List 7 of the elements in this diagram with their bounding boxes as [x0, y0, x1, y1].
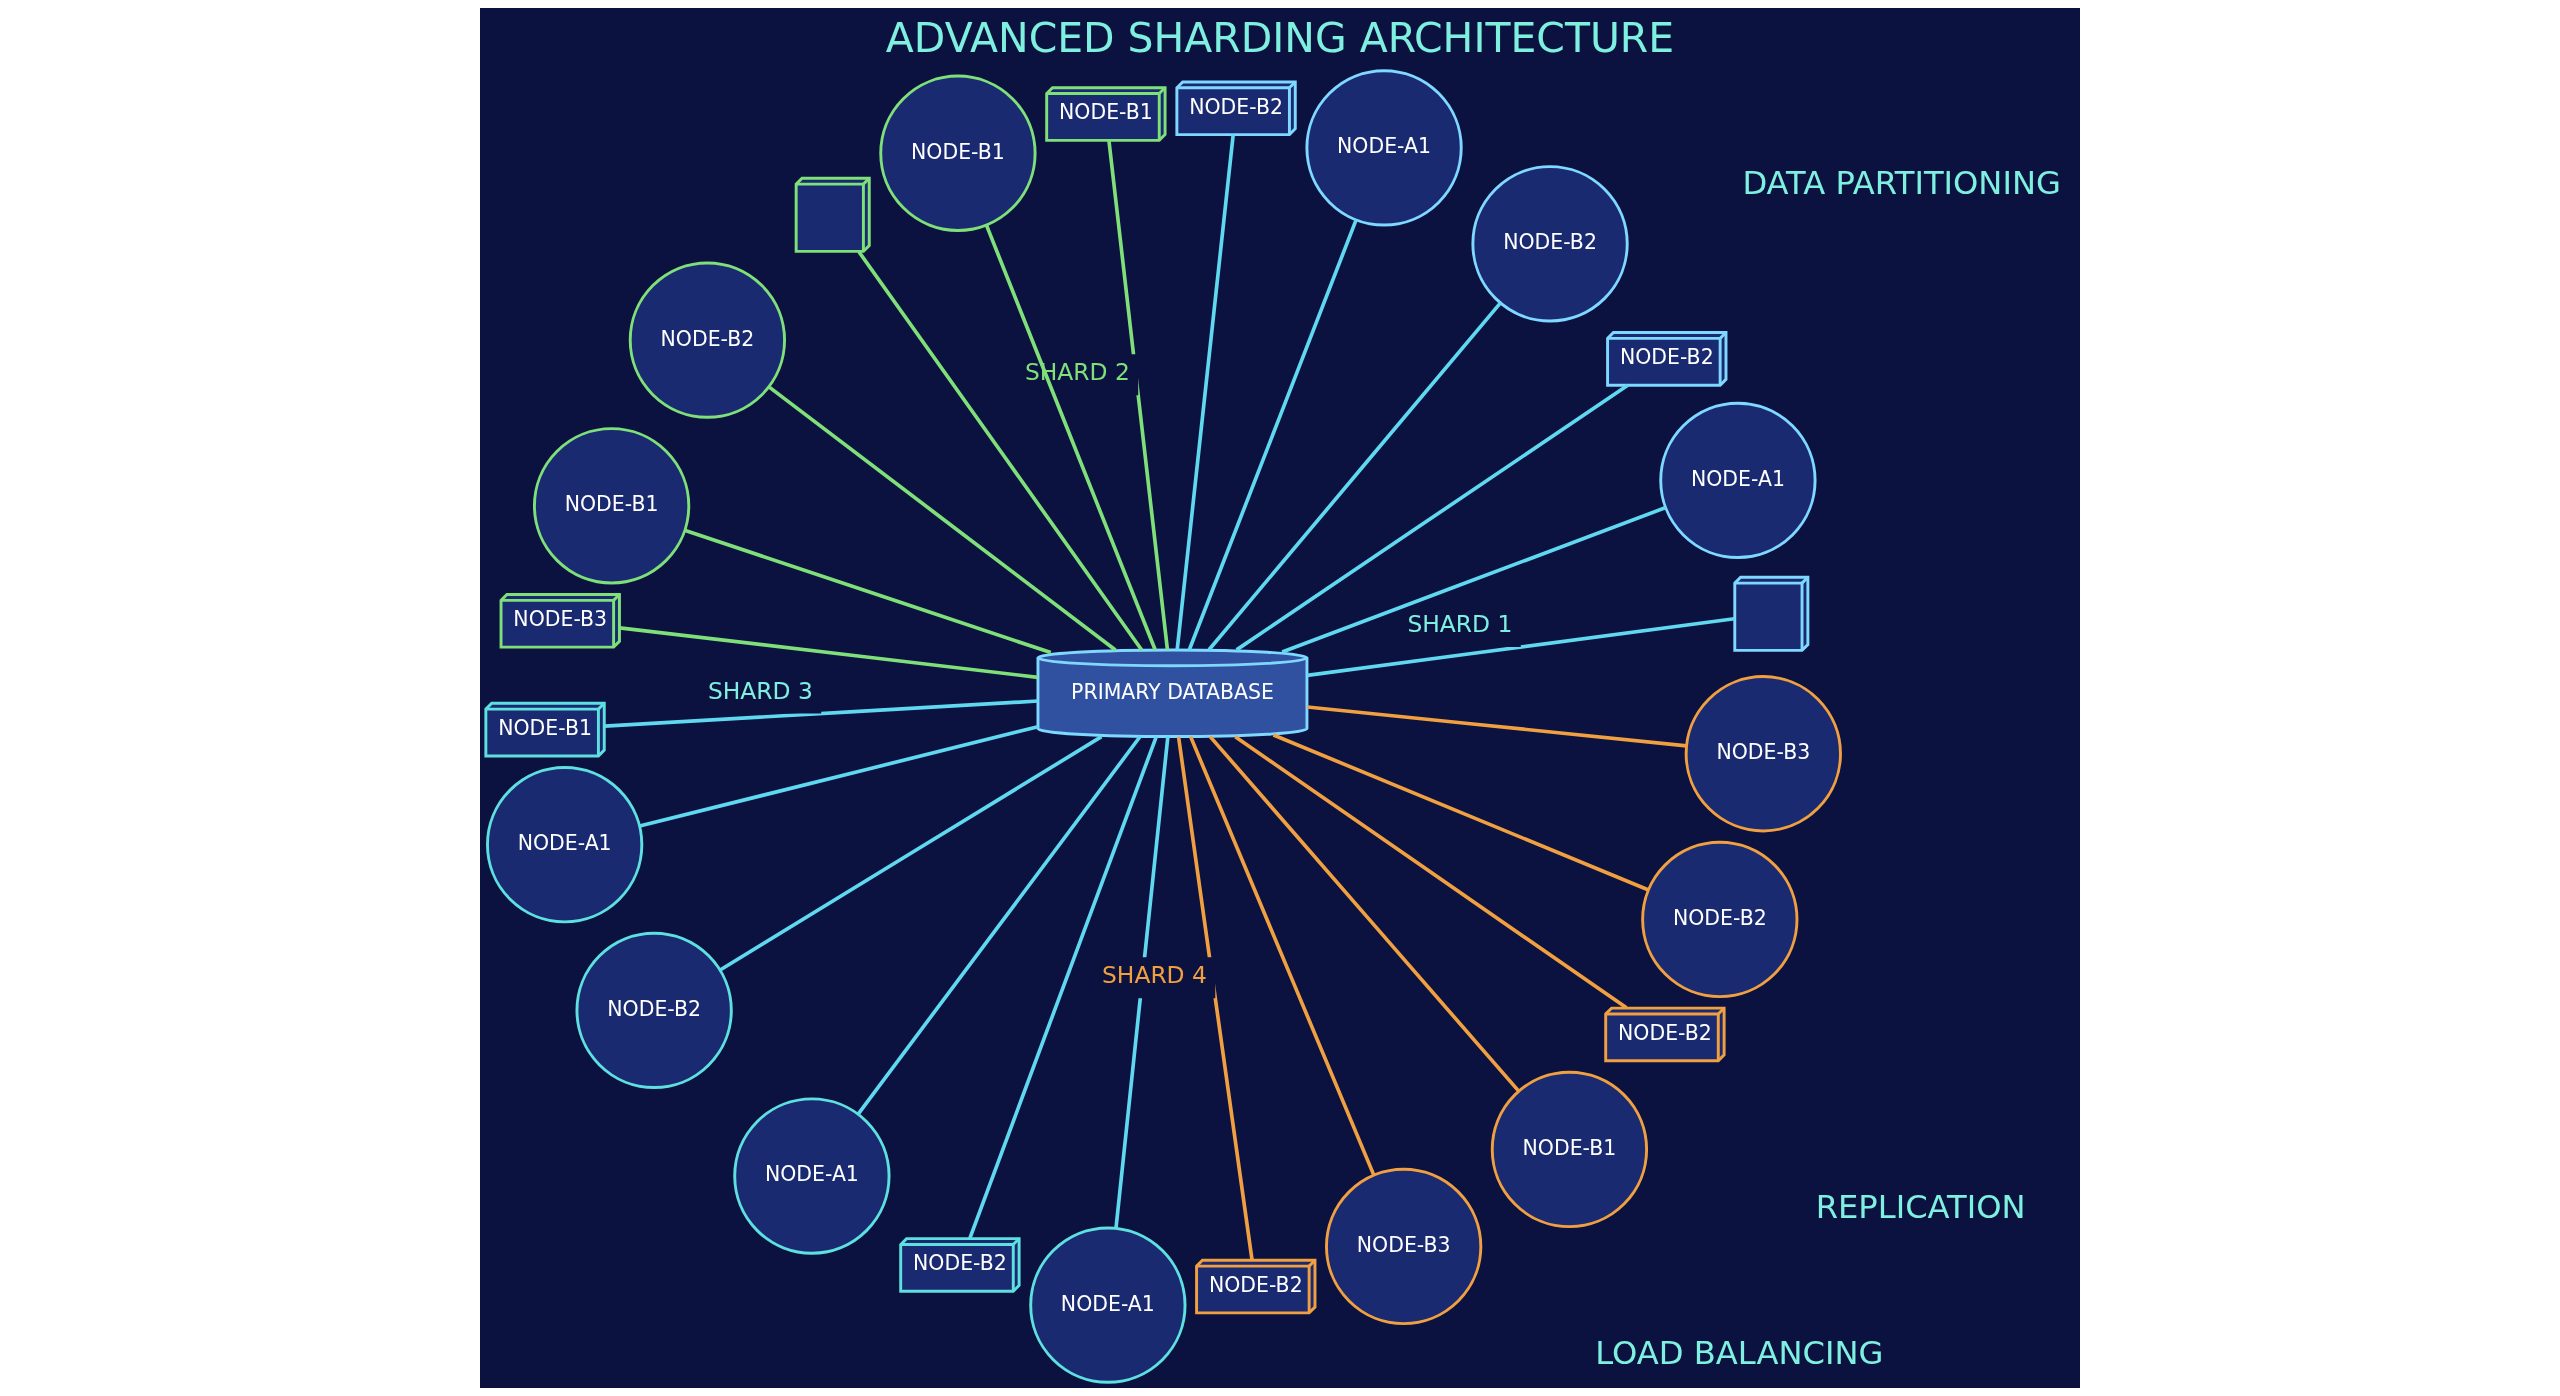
- label: REPLICATION: [1815, 1187, 2026, 1226]
- diagram-title: ADVANCED SHARDING ARCHITECTURE: [885, 14, 1675, 63]
- edge-label: SHARD 3: [707, 676, 813, 705]
- edge-label: SHARD 4: [1101, 961, 1207, 990]
- label: DATA PARTITIONING: [1742, 164, 2061, 203]
- edge-label: SHARD 1: [1407, 610, 1513, 639]
- label: LOAD BALANCING: [1595, 1333, 1884, 1372]
